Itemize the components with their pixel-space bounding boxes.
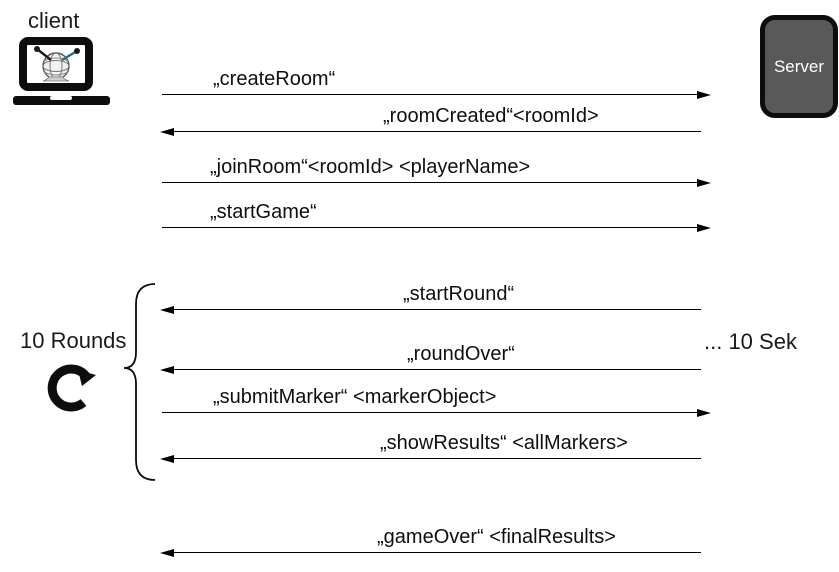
message-startGame: „startGame“: [162, 200, 711, 232]
loop-duration-note: ... 10 Sek: [704, 329, 797, 354]
clockwise-loop-arrow-icon: [44, 356, 102, 417]
message-roundOver: „roundOver“: [160, 342, 709, 374]
arrowhead-left-icon: [160, 306, 174, 314]
message-label: „startGame“: [210, 201, 317, 223]
message-label: „showResults“ <allMarkers>: [380, 432, 628, 454]
arrow-line: [162, 182, 699, 183]
arrow-line: [166, 369, 701, 370]
message-roomCreated: „roomCreated“<roomId>: [160, 104, 709, 136]
arrowhead-left-icon: [160, 549, 174, 557]
server-actor-label: Server: [773, 56, 825, 76]
arrow-line: [162, 94, 699, 95]
arrowhead-right-icon: [697, 179, 711, 187]
arrow-line: [166, 309, 701, 310]
message-label: „createRoom“: [213, 68, 336, 90]
message-joinRoom: „joinRoom“<roomId> <playerName>: [162, 155, 711, 187]
message-label: „roomCreated“<roomId>: [383, 105, 599, 127]
message-label: „submitMarker“ <markerObject>: [213, 386, 497, 408]
arrow-line: [162, 227, 699, 228]
server-actor-box: Server: [760, 15, 838, 118]
message-label: „roundOver“: [407, 343, 515, 365]
client-actor-label: client: [28, 8, 80, 33]
message-label: „gameOver“ <finalResults>: [377, 526, 616, 548]
arrow-line: [166, 131, 701, 132]
message-startRound: „startRound“: [160, 282, 709, 314]
arrow-line: [162, 412, 699, 413]
message-submitMarker: „submitMarker“ <markerObject>: [162, 385, 711, 417]
message-showResults: „showResults“ <allMarkers>: [160, 431, 709, 463]
arrowhead-left-icon: [160, 455, 174, 463]
message-createRoom: „createRoom“: [162, 67, 711, 99]
message-gameOver: „gameOver“ <finalResults>: [160, 525, 709, 557]
arrow-line: [166, 552, 701, 553]
arrowhead-right-icon: [697, 409, 711, 417]
arrowhead-left-icon: [160, 366, 174, 374]
laptop-globe-pins-icon: [13, 36, 110, 115]
loop-rounds-label: 10 Rounds: [20, 328, 127, 353]
arrow-line: [166, 458, 701, 459]
arrowhead-right-icon: [697, 91, 711, 99]
arrowhead-left-icon: [160, 128, 174, 136]
loop-curly-brace: [116, 282, 158, 489]
message-label: „startRound“: [403, 283, 515, 305]
message-label: „joinRoom“<roomId> <playerName>: [210, 156, 531, 178]
laptop-base: [13, 96, 110, 105]
arrowhead-right-icon: [697, 224, 711, 232]
